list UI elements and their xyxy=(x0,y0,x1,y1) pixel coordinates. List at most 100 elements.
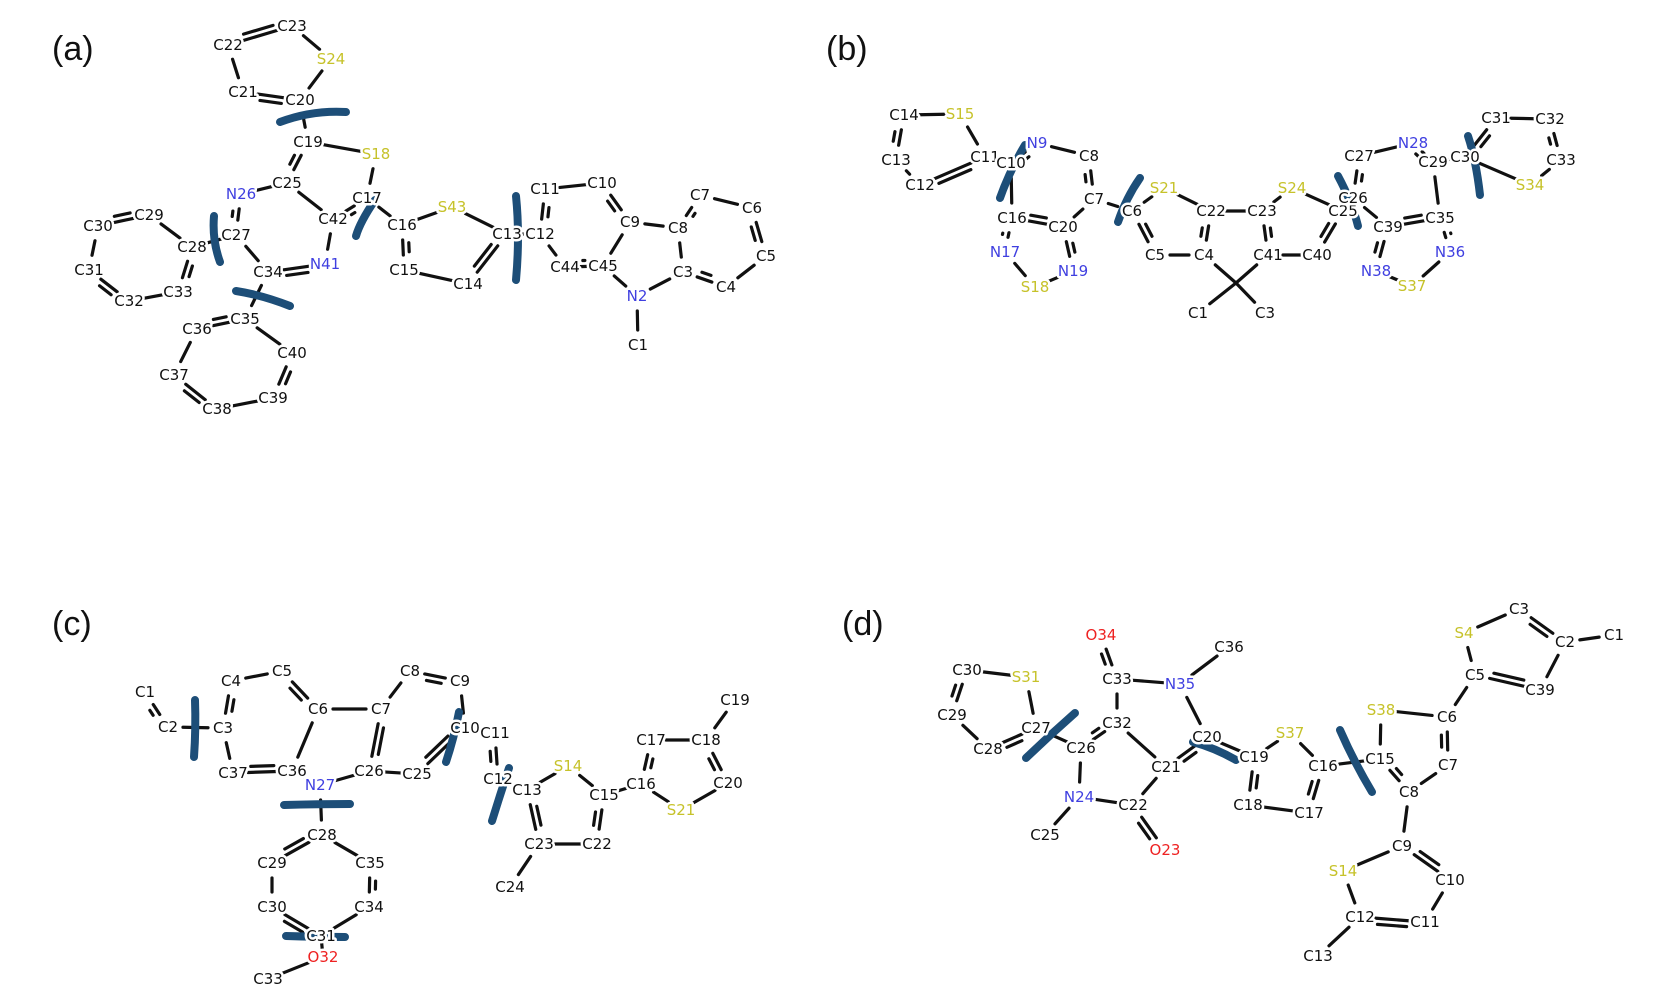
cut-marks-c xyxy=(190,696,513,941)
bond-C18-C19 xyxy=(713,710,728,730)
atom-label: S14 xyxy=(1329,862,1358,880)
bond-double-C26-C7 xyxy=(376,726,386,757)
atom-label: C39 xyxy=(1373,218,1403,236)
bonds-a xyxy=(90,23,764,408)
bond-C32-C26 xyxy=(1091,729,1107,742)
bond-C13-S14 xyxy=(538,771,557,785)
bond-double-C12-C11 xyxy=(546,205,551,219)
atom-label: S37 xyxy=(1276,724,1305,742)
atom-label: C7 xyxy=(1084,190,1104,208)
bond-C28-C29 xyxy=(283,840,311,858)
atom-label: C27 xyxy=(1344,147,1374,165)
atom-label: C14 xyxy=(889,106,919,124)
atom-label: C29 xyxy=(937,706,967,724)
atom-label: C35 xyxy=(230,310,260,328)
bond-C21-C20 xyxy=(256,92,287,100)
bond-C16-N17 xyxy=(1006,231,1011,239)
atom-label: C9 xyxy=(1392,837,1412,855)
bond-C1-C2 xyxy=(151,702,162,717)
atom-label: C30 xyxy=(1450,148,1480,166)
bond-C14-C13 xyxy=(897,128,903,147)
bond-C33-C28 xyxy=(180,259,190,280)
bond-double-C8-C7 xyxy=(691,211,697,218)
bond-C11-S15 xyxy=(965,125,980,146)
atom-label: C26 xyxy=(1338,189,1368,207)
bond-C5-C6 xyxy=(1137,222,1150,244)
bond-C11-C12 xyxy=(494,746,499,766)
bond-C25-N26 xyxy=(253,184,275,193)
atom-label: C26 xyxy=(354,762,384,780)
bond-C4-C3 xyxy=(695,275,714,284)
bond-C9-S14 xyxy=(1355,850,1390,867)
bond-C39-C26 xyxy=(1362,205,1379,220)
atom-label: C38 xyxy=(202,400,232,418)
bond-double-C30-C31 xyxy=(1479,134,1492,149)
atom-label: C30 xyxy=(83,217,113,235)
atom-label: C29 xyxy=(1418,153,1448,171)
bond-C2x-C3 xyxy=(1234,281,1257,304)
atom-label: C23 xyxy=(524,835,554,853)
bond-C19-C25 xyxy=(292,153,303,172)
bond-C31-C32 xyxy=(99,277,119,294)
atom-label: C40 xyxy=(1302,246,1332,264)
bond-C16-C17 xyxy=(1311,778,1321,801)
bonds-b xyxy=(891,112,1559,306)
atom-label: N28 xyxy=(1398,134,1428,152)
bond-double-C5-C6 xyxy=(288,686,303,702)
cut-mark xyxy=(1189,738,1240,764)
bond-N24-C22 xyxy=(1092,797,1120,805)
bond-double-C22-C4 xyxy=(1199,226,1204,238)
atom-label: C21 xyxy=(228,83,258,101)
bond-N38-S37 xyxy=(1388,275,1400,282)
atom-label: C28 xyxy=(973,740,1003,758)
bond-C5-C4 xyxy=(736,263,756,280)
atom-label: C13 xyxy=(881,151,911,169)
atom-label: C37 xyxy=(218,764,248,782)
bond-C2-C39 xyxy=(1545,653,1560,679)
bond-C19-S18 xyxy=(321,143,363,153)
bond-C35-C28 xyxy=(333,840,359,858)
bond-C30-C31 xyxy=(90,239,97,257)
bond-double-C8-C15 xyxy=(1394,766,1404,777)
bond-O34-C33 xyxy=(1104,647,1114,667)
bond-double-C35-C36 xyxy=(211,315,228,322)
bond-C5-C6 xyxy=(290,680,310,700)
bond-N41-C42 xyxy=(326,232,332,251)
atom-label: C21 xyxy=(1151,758,1181,776)
panel-label-d: (d) xyxy=(842,605,884,643)
atom-label: C4 xyxy=(221,672,241,690)
bond-C37-C3 xyxy=(224,741,232,760)
bond-C3-C8 xyxy=(678,241,683,259)
bond-C2-C1 xyxy=(1578,635,1601,642)
atom-label: C36 xyxy=(277,762,307,780)
bond-double-C35-C39 xyxy=(1403,213,1423,220)
atom-label: C24 xyxy=(495,878,525,896)
bond-C37-C38 xyxy=(184,382,207,402)
bond-C7-C20 xyxy=(1072,207,1085,219)
bond-C10-C9 xyxy=(1412,853,1440,873)
atom-label: C42 xyxy=(318,210,348,228)
bond-C6-C36 xyxy=(296,721,314,759)
atom-label: C8 xyxy=(400,662,420,680)
bond-C7-C8 xyxy=(388,681,403,699)
atom-label: S18 xyxy=(362,145,391,163)
bond-C17-C16 xyxy=(377,205,392,218)
panel-label-a: (a) xyxy=(52,30,94,68)
bond-C3-C4 xyxy=(223,694,231,715)
bond-N26-C27 xyxy=(236,207,241,222)
atom-label: N27 xyxy=(305,776,335,794)
bond-C3-C2 xyxy=(1529,616,1555,635)
bond-double-N26-C27 xyxy=(230,209,235,219)
atom-label: C6 xyxy=(742,199,762,217)
atom-label: S31 xyxy=(1012,668,1041,686)
atom-label: C19 xyxy=(1239,748,1269,766)
atom-label: C34 xyxy=(354,898,384,916)
bond-double-C8-C7 xyxy=(1083,172,1088,184)
atom-label: N17 xyxy=(990,243,1020,261)
atom-label: S18 xyxy=(1021,278,1050,296)
atom-label: S14 xyxy=(554,757,583,775)
atom-label: C10 xyxy=(1435,871,1465,889)
atom-label: S4 xyxy=(1454,624,1473,642)
atom-label: C31 xyxy=(74,261,104,279)
